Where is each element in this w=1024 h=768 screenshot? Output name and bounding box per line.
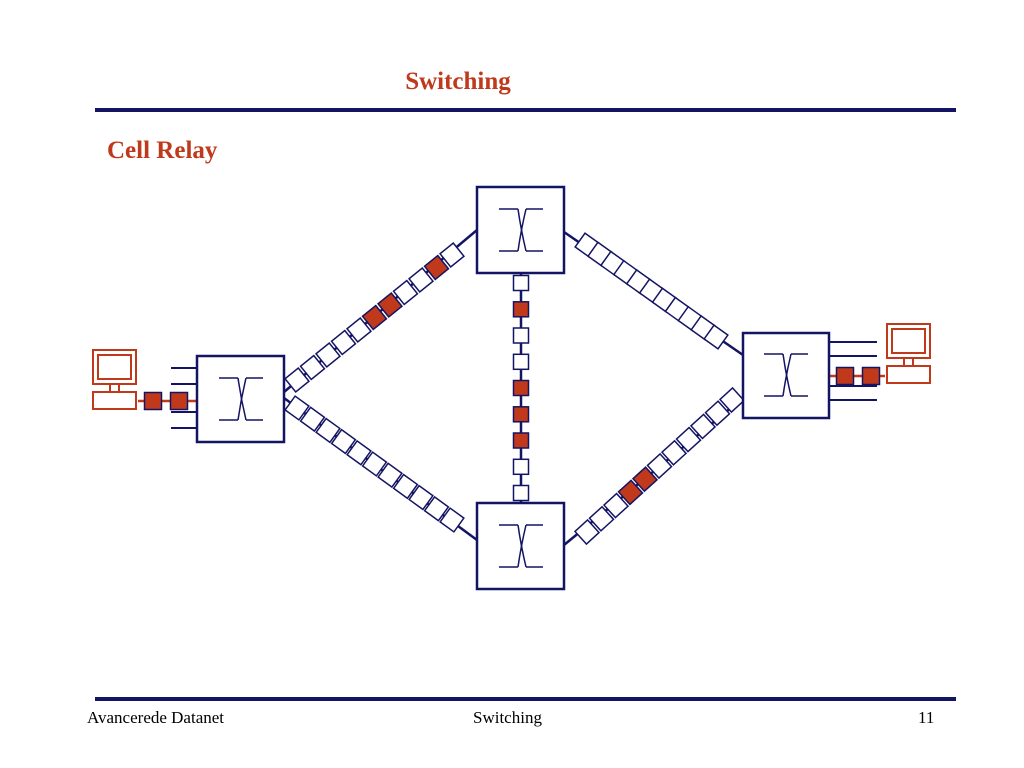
data-cell-empty [315, 417, 341, 444]
data-cell-empty [718, 386, 746, 414]
data-cell-empty [703, 324, 729, 350]
data-cell-empty [314, 341, 342, 369]
data-cell-empty [512, 327, 530, 344]
data-cell-filled [617, 479, 644, 506]
port-stubs [171, 341, 877, 429]
data-cell-empty [660, 439, 688, 466]
data-cell-empty [512, 484, 530, 502]
data-cell-empty [423, 495, 450, 522]
data-cell-empty [675, 426, 702, 453]
switch-right [741, 331, 831, 420]
crossbar-switch-icon [219, 377, 263, 421]
data-cell-empty [330, 428, 357, 455]
slide-title: Switching [405, 68, 511, 95]
data-cell-filled [169, 391, 189, 411]
data-cell-empty [346, 439, 372, 466]
data-cell-filled [376, 291, 404, 319]
data-cell-filled [512, 406, 530, 423]
data-cell-empty [408, 484, 434, 511]
footer-divider [95, 697, 956, 701]
data-cell-empty [392, 279, 419, 306]
data-cell-empty [573, 518, 601, 546]
switch-left [195, 354, 286, 444]
data-cell-empty [704, 400, 731, 427]
computer-icon [92, 349, 137, 410]
data-cell-empty [588, 505, 615, 532]
data-cell-empty [689, 413, 717, 440]
switch-bottom [475, 501, 566, 591]
data-cell-empty [330, 329, 357, 356]
data-cell-empty [438, 241, 466, 269]
data-cell-empty [646, 452, 673, 480]
data-cell-filled [631, 466, 659, 493]
data-cell-filled [512, 301, 530, 318]
computer-right [886, 323, 931, 384]
footer-course-name: Avancerede Datanet [87, 708, 225, 727]
computer-left [92, 349, 137, 410]
data-cell-filled [861, 366, 881, 386]
data-cell-filled [361, 304, 388, 331]
data-cell-empty [439, 507, 465, 533]
data-cell-filled [835, 366, 855, 386]
data-cell-empty [407, 266, 435, 294]
crossbar-switch-icon [499, 208, 543, 252]
footer-page-number: 11 [918, 708, 935, 727]
switch-top [475, 185, 566, 275]
data-cell-empty [512, 353, 530, 371]
data-cell-empty [299, 406, 326, 433]
title-divider [95, 108, 956, 112]
data-cell-empty [361, 451, 388, 477]
data-cell-empty [392, 473, 419, 500]
data-cell-empty [602, 492, 630, 519]
slide-subtitle: Cell Relay [107, 137, 218, 164]
data-cell-empty [345, 316, 373, 344]
data-cell-empty [512, 274, 530, 292]
cell-stream [143, 232, 881, 546]
data-cell-empty [299, 354, 326, 381]
footer-topic: Switching [473, 708, 542, 727]
data-cell-filled [423, 254, 450, 281]
data-cell-empty [512, 458, 530, 476]
data-cell-empty [284, 395, 310, 421]
data-cell-empty [283, 366, 311, 394]
data-cell-filled [143, 391, 163, 411]
data-cell-filled [512, 379, 530, 397]
data-cell-filled [512, 432, 530, 449]
crossbar-switch-icon [764, 353, 808, 397]
computer-icon [886, 323, 931, 384]
crossbar-switch-icon [499, 524, 543, 568]
data-cell-empty [377, 462, 403, 489]
